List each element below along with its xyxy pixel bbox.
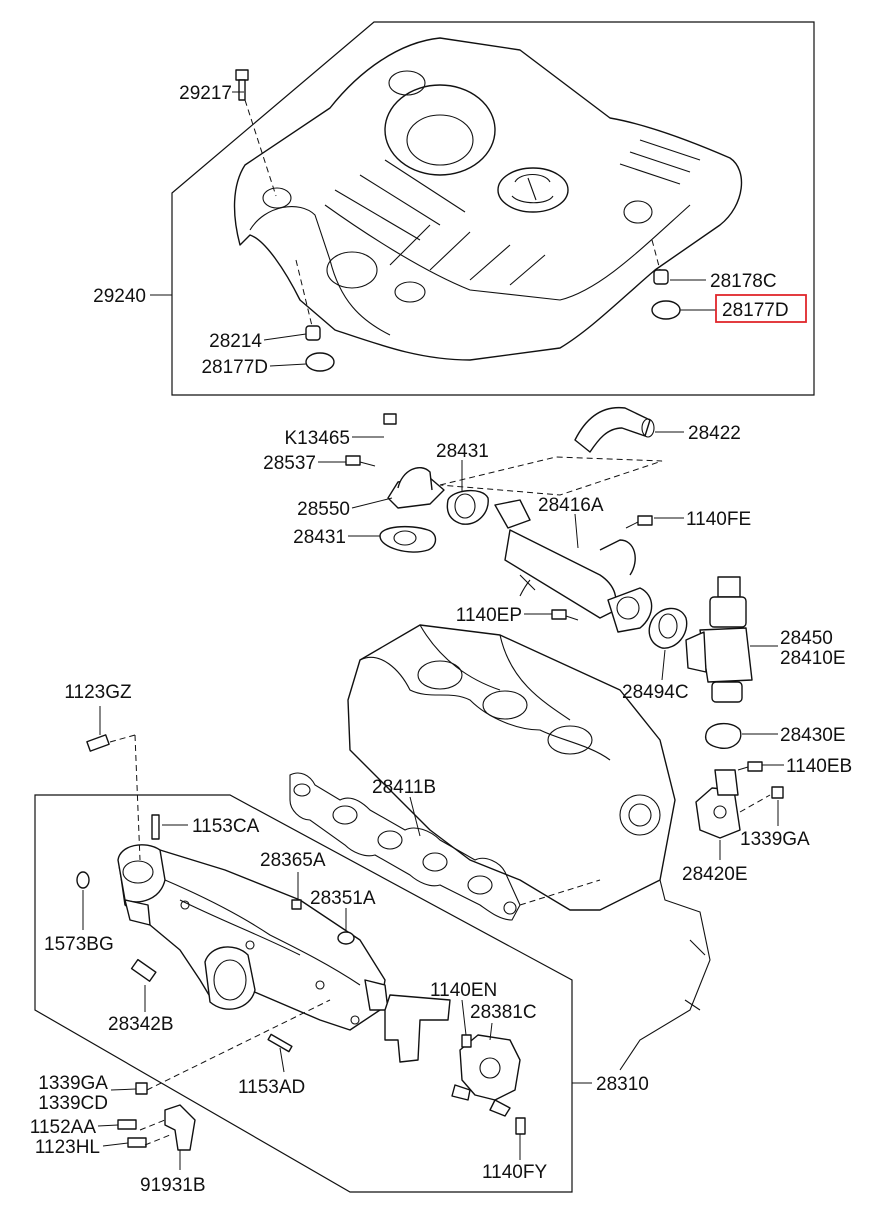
callout-28351A: 28351A [310,888,376,909]
nut-28365A [291,899,302,910]
callout-29240: 29240 [93,286,146,307]
egr-pipe-28420E [695,769,741,839]
callout-28550: 28550 [297,499,350,520]
callout-28431-bottom: 28431 [293,527,346,548]
callout-1140EN: 1140EN [430,980,497,1001]
nut-1339GA-right [771,786,784,799]
callout-28420E: 28420E [682,864,748,885]
bolt-1140FE [637,515,653,526]
gasket-28494C [648,607,688,649]
callout-1153AD: 1153AD [238,1077,305,1098]
gasket-28431-top [446,490,489,525]
callout-28410E: 28410E [780,648,846,669]
callout-28416A: 28416A [538,495,604,516]
highlight-box-28177D [715,294,807,323]
callout-1339GA-right: 1339GA [740,829,810,850]
bolt-1123GZ [86,734,110,752]
hose-28422 [574,406,651,453]
callout-1123HL: 1123HL [35,1137,100,1158]
callout-28310: 28310 [596,1074,649,1095]
bushing-28178C [653,269,669,285]
callout-28537: 28537 [263,453,316,474]
callout-28411B: 28411B [372,777,436,798]
plug-28351A [337,931,355,945]
bolt-1123HL [127,1137,147,1148]
grommet-28177D-left [305,352,335,372]
callout-28431-top: 28431 [436,441,489,462]
stud-1153CA [151,814,160,840]
callout-91931B: 91931B [140,1175,206,1196]
bolt-1140FY [515,1117,526,1135]
callout-28342B: 28342B [108,1014,174,1035]
bracket-1140EN [384,994,451,1063]
callout-1153CA: 1153CA [192,816,260,837]
bolt-1140EN [461,1034,472,1048]
egr-group [345,406,784,839]
gasket-28431-bottom [379,525,437,553]
egr-cooler-28416A [494,499,653,633]
bolt-1152AA [117,1119,137,1130]
actuator-28381C [451,1034,521,1117]
adapter-28550 [345,413,445,509]
callout-K13465: K13465 [284,428,350,449]
callout-28494C: 28494C [622,682,689,703]
callout-labels: 29217 29240 28214 28177D 28178C 28177D K… [30,83,852,1196]
callout-28365A: 28365A [260,850,326,871]
bolt-29217 [235,69,249,101]
bushing-28214 [305,325,321,341]
callout-28214: 28214 [209,331,262,352]
bracket-91931B [164,1104,196,1151]
callout-28422: 28422 [688,423,741,444]
plug-1573BG [76,871,90,889]
callout-28177D-left: 28177D [201,357,268,378]
callout-28381C: 28381C [470,1002,537,1023]
callout-1152AA: 1152AA [30,1117,97,1138]
callout-1140FY: 1140FY [482,1162,547,1183]
callout-1140EB: 1140EB [786,756,852,777]
callout-29217: 29217 [179,83,232,104]
intake-manifold-group-frame [34,794,573,1193]
nut-1339GA-left [135,1082,148,1095]
engine-cover-group [171,21,815,396]
callout-1573BG: 1573BG [44,934,114,955]
callout-1140EP: 1140EP [456,605,522,626]
bolt-1140EP [551,609,567,620]
callout-1339GA-left: 1339GA [38,1073,108,1094]
stud-1153AD [267,1033,293,1053]
callout-1339CD: 1339CD [38,1093,108,1114]
grommet-28177D-right [651,300,681,320]
cylinder-head [289,624,711,1071]
egr-valve-28450 [685,576,753,703]
leader-lines [82,91,784,1170]
callout-1123GZ: 1123GZ [64,682,132,703]
gasket-28430E [704,723,742,749]
callout-28430E: 28430E [780,725,846,746]
engine-cover-group-frame [171,21,815,396]
bolt-1140EB [747,761,763,772]
callout-28450: 28450 [780,628,833,649]
callout-28178C: 28178C [710,271,777,292]
callout-1140FE: 1140FE [686,509,751,530]
engine-cover-part [233,37,743,361]
callout-28177D-right[interactable]: 28177D [722,300,789,321]
intake-manifold-group [34,734,601,1193]
fitting-28342B [130,958,157,982]
